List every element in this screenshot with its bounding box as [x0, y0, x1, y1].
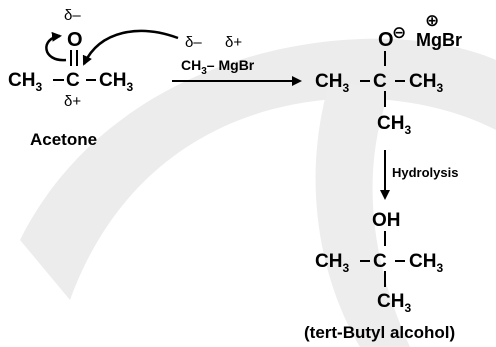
product-carbon: C	[373, 251, 387, 272]
electron-shift-arrow	[45, 31, 67, 62]
positive-charge: ⊕	[425, 11, 439, 30]
acetone-name: Acetone	[30, 130, 97, 149]
product-oh: OH	[372, 210, 401, 231]
watermark	[20, 38, 496, 347]
product-ch3-right: CH3	[409, 251, 443, 275]
reagent-delta-plus: δ+	[225, 34, 242, 51]
product-name: (tert-Butyl alcohol)	[304, 323, 455, 342]
intermediate-carbon: C	[373, 71, 387, 92]
intermediate-oxygen: O	[378, 29, 394, 51]
intermediate-mgbr: MgBr	[416, 30, 462, 50]
product-structure: OH CH3 C CH3 CH3 (tert-Butyl alcohol)	[304, 210, 455, 342]
intermediate-ch3-bottom: CH3	[377, 113, 411, 137]
product-ch3-bottom: CH3	[377, 291, 411, 315]
acetone-structure: δ– O CH3 C CH3 δ+ Acetone	[8, 7, 133, 149]
product-ch3-left: CH3	[315, 251, 349, 275]
nucleophilic-attack-arrow	[82, 29, 179, 66]
acetone-delta-plus: δ+	[64, 93, 81, 110]
intermediate-ch3-right: CH3	[409, 71, 443, 95]
acetone-delta-minus: δ–	[64, 7, 81, 24]
acetone-ch3-right: CH3	[99, 70, 133, 94]
intermediate-ch3-left: CH3	[315, 71, 349, 95]
acetone-carbon: C	[66, 70, 80, 91]
negative-charge: ⊖	[392, 23, 406, 42]
acetone-oxygen: O	[67, 29, 83, 51]
reagent-formula: CH3– MgBr	[181, 57, 255, 77]
grignard-reagent: δ– δ+ CH3– MgBr	[181, 34, 255, 77]
acetone-ch3-left: CH3	[8, 70, 42, 94]
hydrolysis-label: Hydrolysis	[392, 165, 458, 180]
reagent-delta-minus: δ–	[185, 34, 202, 51]
intermediate-structure: O ⊖ ⊕ MgBr CH3 C CH3 CH3	[315, 11, 462, 137]
